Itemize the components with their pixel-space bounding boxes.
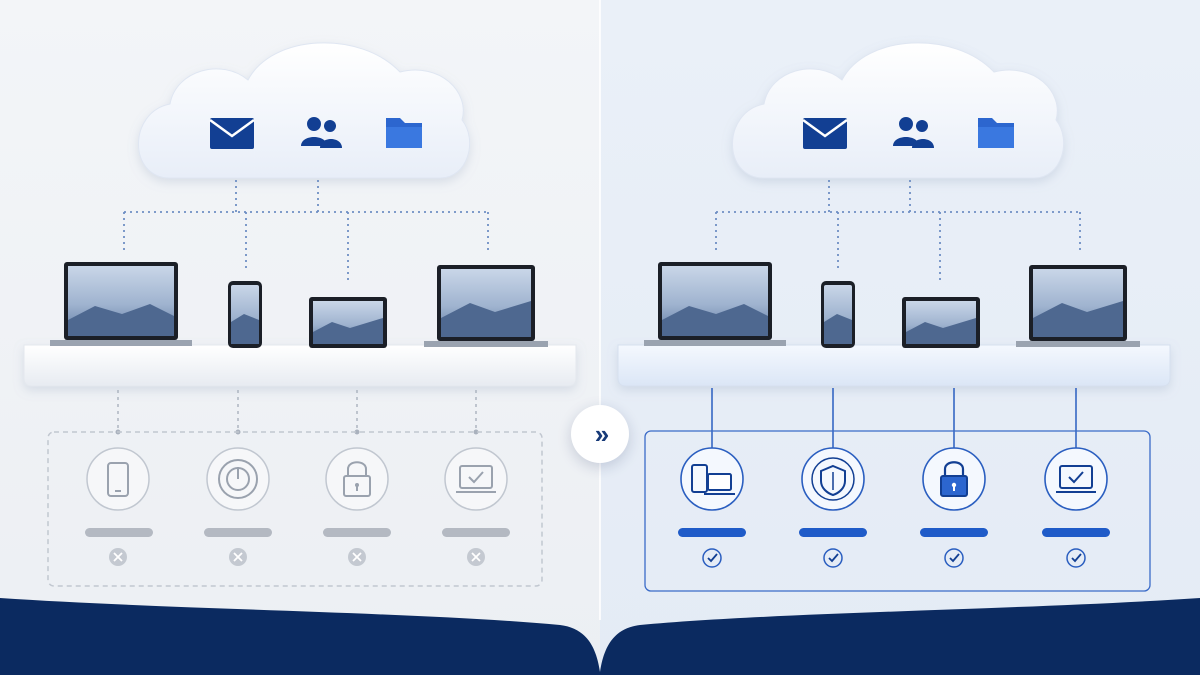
phone-device	[821, 281, 855, 348]
bottom-wave	[0, 598, 1200, 675]
devices-icon	[680, 447, 744, 511]
feature-label-placeholder	[204, 528, 272, 537]
device-shelf	[617, 344, 1171, 387]
folder-icon	[978, 118, 1014, 148]
mail-icon	[802, 118, 848, 149]
compare-toggle-button[interactable]: »	[571, 405, 629, 463]
cloud-connectors	[123, 180, 489, 284]
feature-label-placeholder	[920, 528, 988, 537]
laptop-device	[1016, 265, 1140, 347]
check-status-icon	[702, 548, 722, 568]
feature-label-placeholder	[323, 528, 391, 537]
mail-icon	[209, 118, 255, 149]
folder-icon	[386, 118, 422, 148]
cloud	[732, 42, 1065, 179]
panel-divider	[599, 0, 601, 620]
monitor-check-icon	[444, 447, 508, 511]
x-status-icon	[229, 548, 247, 566]
features-box	[644, 430, 1151, 592]
phone-icon	[86, 447, 150, 511]
feature-connectors	[711, 388, 1077, 448]
laptop-device	[644, 262, 786, 346]
dial-icon	[206, 447, 270, 511]
tablet-device	[309, 297, 387, 348]
feature-label-placeholder	[1042, 528, 1110, 537]
check-status-icon	[944, 548, 964, 568]
lock-icon	[922, 447, 986, 511]
check-status-icon	[1066, 548, 1086, 568]
feature-label-placeholder	[442, 528, 510, 537]
feature-label-placeholder	[85, 528, 153, 537]
shield-icon	[801, 447, 865, 511]
x-status-icon	[348, 548, 366, 566]
device-shelf	[23, 344, 577, 387]
features-box	[47, 431, 543, 587]
feature-label-placeholder	[678, 528, 746, 537]
cloud	[138, 42, 471, 179]
after-diagram	[617, 42, 1171, 592]
feature-label-placeholder	[799, 528, 867, 537]
feature-connectors	[117, 390, 477, 432]
users-icon	[301, 117, 342, 148]
check-status-icon	[823, 548, 843, 568]
monitor-check-icon	[1044, 447, 1108, 511]
tablet-device	[902, 297, 980, 348]
cloud-connectors	[715, 180, 1081, 284]
before-diagram	[23, 42, 577, 587]
phone-device	[228, 281, 262, 348]
laptop-device	[50, 262, 192, 346]
double-chevron-right-icon: »	[594, 418, 610, 449]
x-status-icon	[109, 548, 127, 566]
lock-icon	[325, 447, 389, 511]
laptop-device	[424, 265, 548, 347]
x-status-icon	[467, 548, 485, 566]
users-icon	[893, 117, 934, 148]
